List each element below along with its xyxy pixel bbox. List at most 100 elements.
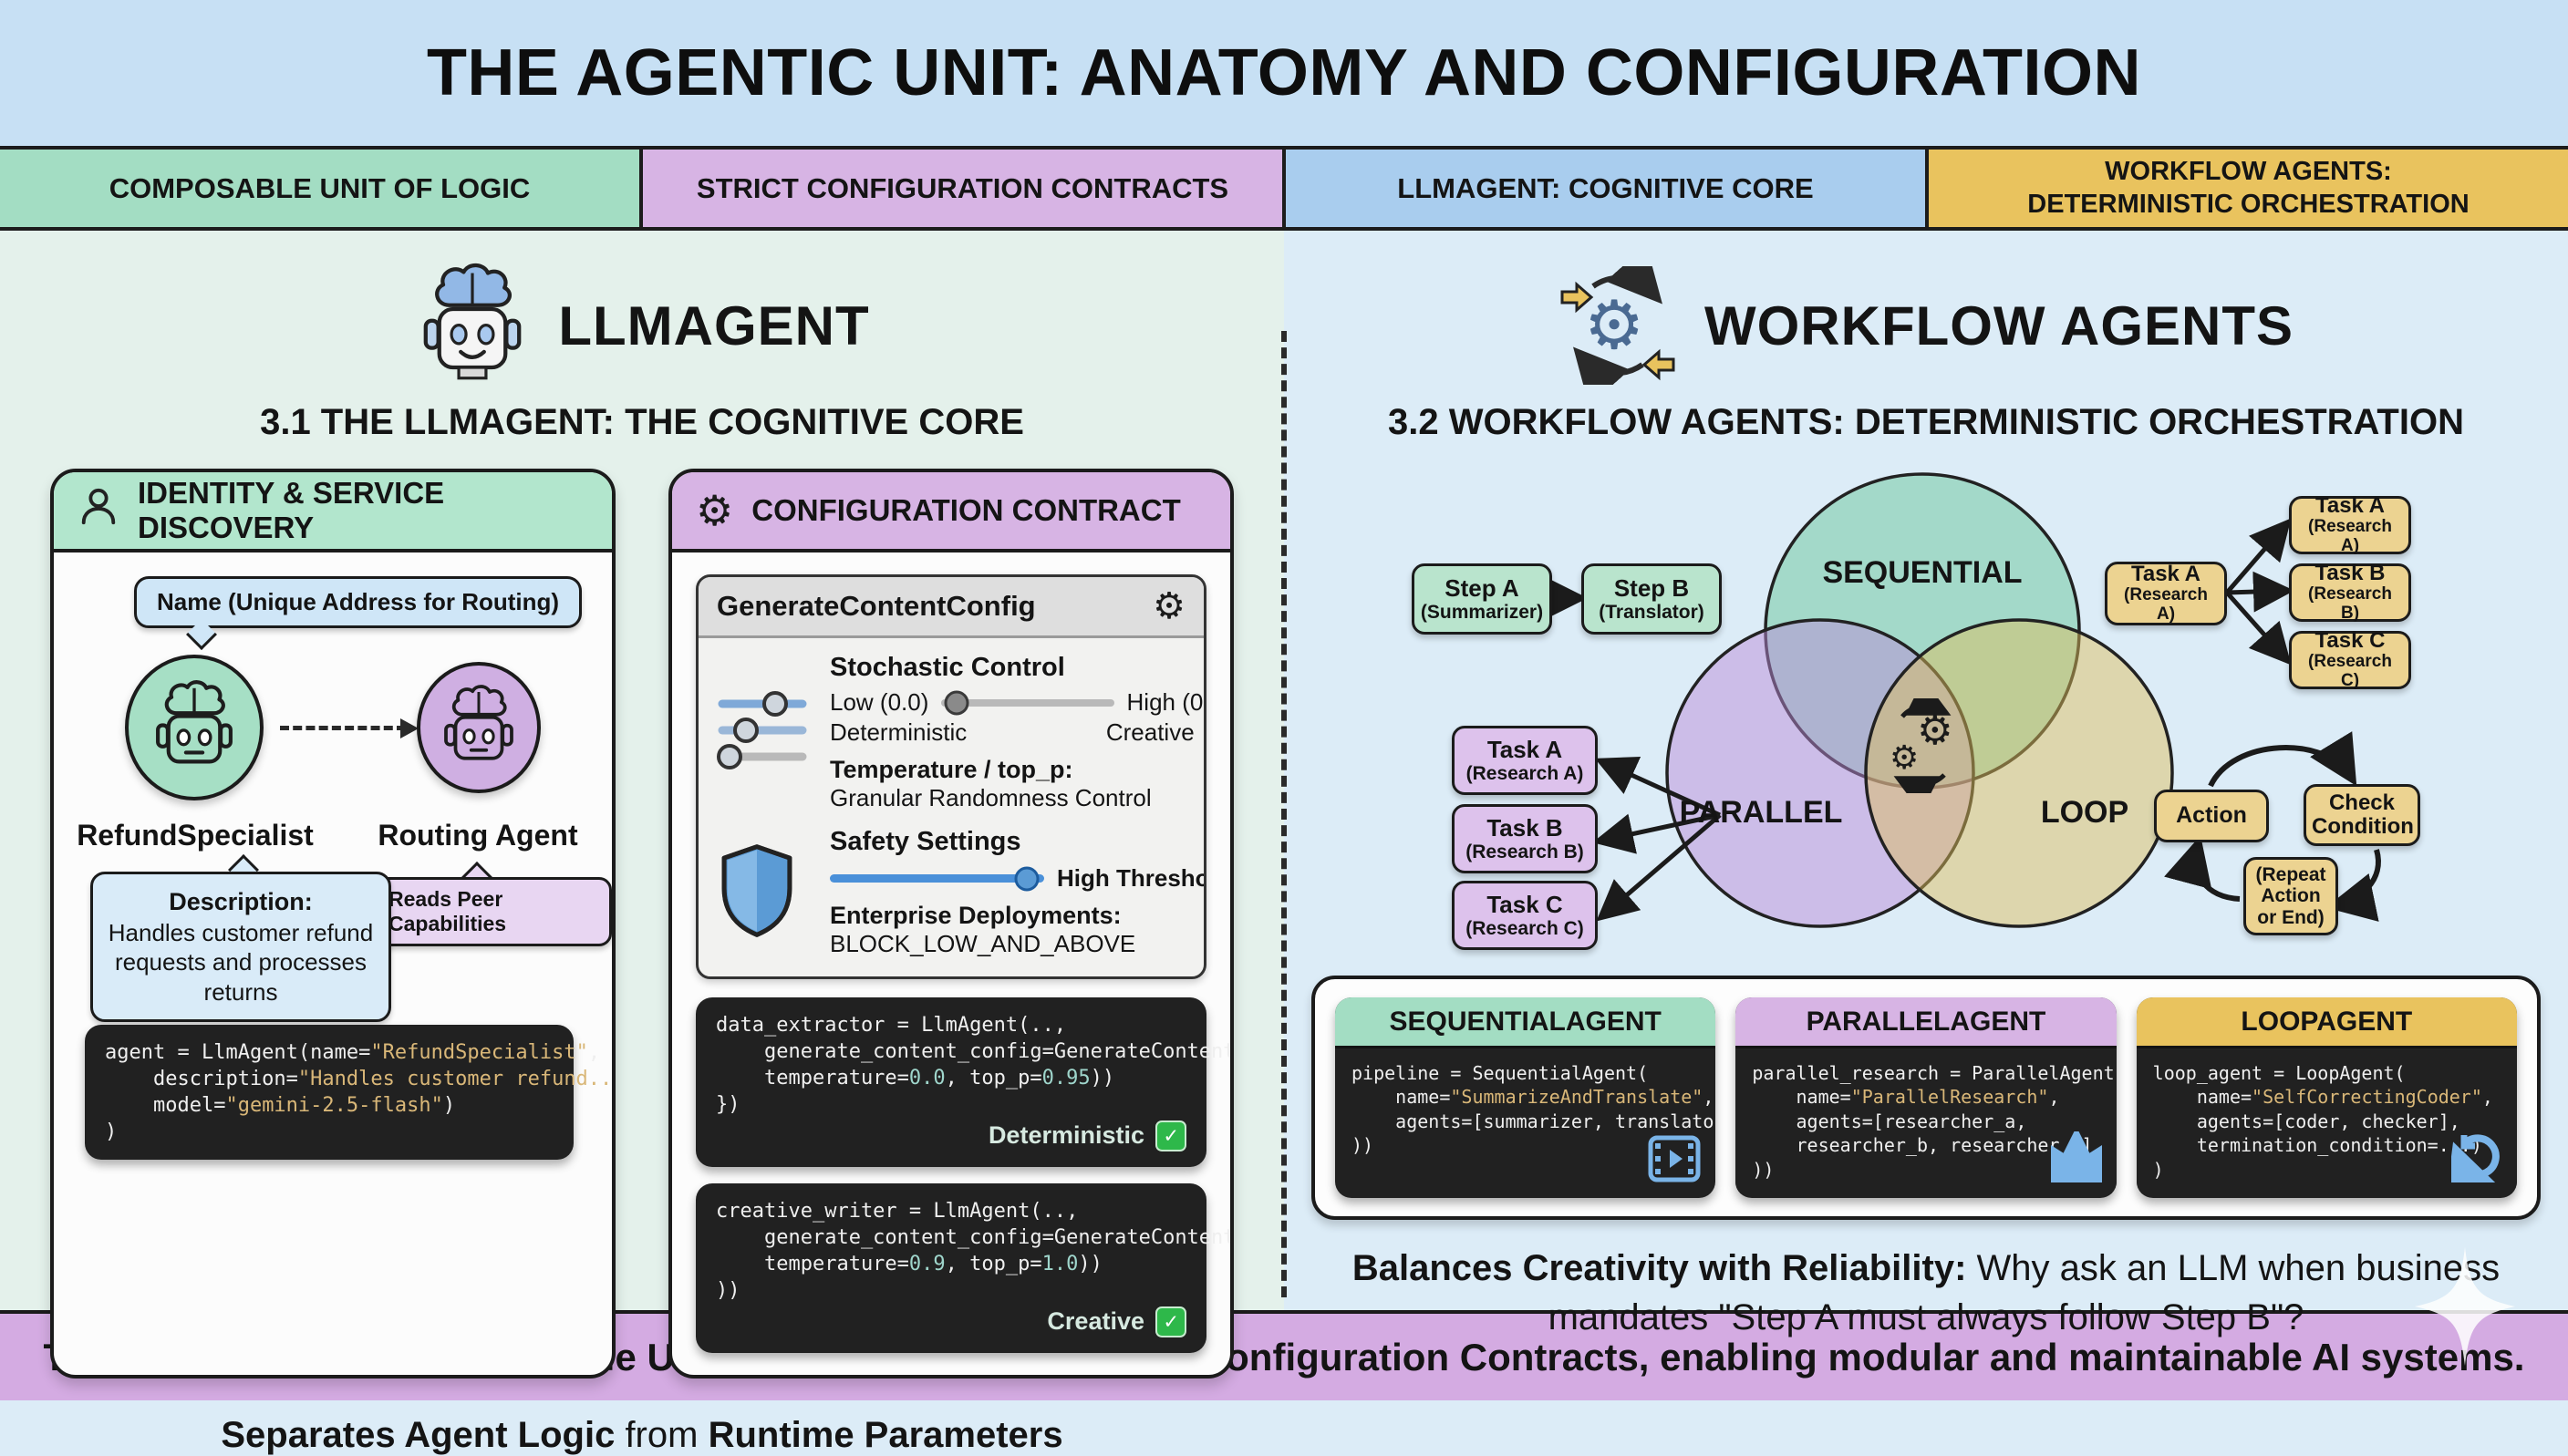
task-title: Task A <box>2314 492 2386 518</box>
gear-icon <box>1153 588 1186 625</box>
deterministic-badge: Deterministic <box>988 1121 1144 1150</box>
venn-loop-label: LOOP <box>2040 795 2129 830</box>
venn-parallel-label: PARALLEL <box>1679 795 1843 830</box>
tab-composable-unit: COMPOSABLE UNIT OF LOGIC <box>0 150 639 227</box>
brain-robot-icon <box>414 260 531 392</box>
infographic-root: { "title": "THE AGENTIC UNIT: ANATOMY AN… <box>0 0 2568 1400</box>
workflow-diagram: Step A (Summarizer) Step B (Translator) … <box>1284 469 2568 961</box>
loop-agent-card: LOOPAGENT loop_agent = LoopAgent( name="… <box>2136 997 2517 1198</box>
venn-sequential-label: SEQUENTIAL <box>1822 555 2023 590</box>
routing-dashed-arrow <box>280 718 419 738</box>
person-icon <box>78 486 119 535</box>
note-rest: Why ask an LLM when business mandates "S… <box>1548 1248 2501 1337</box>
gear-icon <box>1584 292 1644 359</box>
fanout-target-b-box: Task B (Research B) <box>2289 560 2411 624</box>
task-title: Task A <box>2130 561 2201 586</box>
slider-low-label: Low (0.0) <box>830 688 929 716</box>
config-card-body: GenerateContentConfig <box>672 552 1230 1375</box>
refund-specialist-avatar <box>125 655 264 800</box>
loop-arrow-icon <box>2445 1131 2502 1198</box>
tab-workflow-agents: WORKFLOW AGENTS: DETERMINISTIC ORCHESTRA… <box>1925 150 2568 227</box>
note-bold-b: Runtime Parameters <box>708 1414 1063 1455</box>
temperature-slider[interactable]: Low (0.0) High (0.9) <box>830 688 1204 717</box>
identity-card-title: IDENTITY & SERVICE DISCOVERY <box>138 476 445 544</box>
slider-knob[interactable] <box>944 690 969 715</box>
sparkle-icon <box>2415 1247 2515 1370</box>
parallel-task-a-box: Task A (Research A) <box>1452 726 1598 795</box>
creative-badge-row: Creative <box>716 1306 1186 1338</box>
safety-slider-knob[interactable] <box>1014 866 1040 891</box>
refund-specialist-label: RefundSpecialist <box>77 819 314 852</box>
description-title: Description: <box>169 888 313 915</box>
loop-repeat-box: (Repeat Action or End) <box>2243 857 2338 935</box>
slider-track[interactable] <box>941 690 1114 715</box>
left-bottom-note: Separates Agent Logic from Runtime Param… <box>0 1415 1284 1456</box>
deterministic-badge-row: Deterministic <box>716 1120 1186 1152</box>
split-arrows-icon <box>2045 1127 2107 1198</box>
check-condition-label: Check Condition <box>2312 790 2414 839</box>
sequential-agent-card: SEQUENTIALAGENT pipeline = SequentialAge… <box>1335 997 1716 1198</box>
page-title: THE AGENTIC UNIT: ANATOMY AND CONFIGURAT… <box>426 36 2142 109</box>
enterprise-title: Enterprise Deployments: <box>830 902 1122 929</box>
parallel-agent-card: PARALLELAGENT parallel_research = Parall… <box>1735 997 2117 1198</box>
gcc-title: GenerateContentConfig <box>717 590 1036 622</box>
diagram-overlay <box>1538 472 2381 928</box>
task-sub: (Research C) <box>2308 652 2392 691</box>
sliders-icon <box>715 689 823 776</box>
gear-icon <box>1890 742 1919 775</box>
loop-agent-code: loop_agent = LoopAgent( name="SelfCorrec… <box>2136 1048 2517 1194</box>
check-icon <box>1155 1306 1186 1337</box>
loop-agent-header: LOOPAGENT <box>2136 997 2517 1048</box>
loop-action-box: Action <box>2154 790 2269 842</box>
peer-capabilities-pill: Reads Peer Capabilities <box>371 877 612 946</box>
sequential-agent-code: pipeline = SequentialAgent( name="Summar… <box>1335 1048 1716 1171</box>
task-title: Task B <box>2314 560 2386 585</box>
safety-threshold-slider[interactable]: High Threshold <box>830 864 1204 893</box>
name-tooltip: Name (Unique Address for Routing) <box>134 576 583 628</box>
parallel-task-b-box: Task B (Research B) <box>1452 804 1598 873</box>
temperature-title: Temperature / top_p: <box>830 756 1073 783</box>
llmagent-logo-label: LLMAGENT <box>558 294 870 356</box>
workflow-logo-label: WORKFLOW AGENTS <box>1703 294 2294 356</box>
repeat-label: (Repeat Action or End) <box>2255 864 2326 928</box>
header-bar: THE AGENTIC UNIT: ANATOMY AND CONFIGURAT… <box>0 0 2568 146</box>
creative-label: Creative <box>1105 718 1195 746</box>
stochastic-section: Stochastic Control Low (0.0) High (0.9) … <box>830 653 1204 812</box>
task-sub: (Research A) <box>2308 517 2392 556</box>
task-sub: (Research B) <box>1465 841 1584 862</box>
step-a-title: Step A <box>1444 574 1519 603</box>
llmagent-panel: LLMAGENT 3.1 THE LLMAGENT: THE COGNITIVE… <box>0 231 1284 1455</box>
slider-ends-row: Deterministic Creative <box>830 718 1204 747</box>
description-box: Description: Handles customer refund req… <box>90 872 391 1023</box>
note-bold: Balances Creativity with Reliability: <box>1351 1248 1967 1288</box>
shield-icon <box>715 843 823 943</box>
fanout-target-c-box: Task C (Research C) <box>2289 627 2411 691</box>
right-section-heading: 3.2 WORKFLOW AGENTS: DETERMINISTIC ORCHE… <box>1388 402 2464 442</box>
task-title: Task C <box>2314 627 2386 653</box>
check-icon <box>1155 1120 1186 1151</box>
tab-llmagent-core: LLMAGENT: COGNITIVE CORE <box>1282 150 1925 227</box>
gcc-header: GenerateContentConfig <box>699 577 1204 638</box>
temperature-body: Granular Randomness Control <box>830 784 1152 811</box>
task-sub: (Research B) <box>2308 584 2392 624</box>
routing-agent-avatar <box>417 662 541 793</box>
note-bold-a: Separates Agent Logic <box>221 1414 616 1455</box>
gear-icon <box>1917 711 1952 751</box>
creative-badge: Creative <box>1047 1306 1144 1335</box>
safety-slider-track[interactable] <box>830 866 1044 891</box>
main-content: LLMAGENT 3.1 THE LLMAGENT: THE COGNITIVE… <box>0 231 2568 1455</box>
stochastic-title: Stochastic Control <box>830 653 1065 682</box>
step-a-box: Step A (Summarizer) <box>1412 563 1552 635</box>
threshold-label: High Threshold <box>1057 864 1204 892</box>
routing-agent-label: Routing Agent <box>378 819 578 852</box>
task-sub: (Research A) <box>2124 585 2208 625</box>
step-b-box: Step B (Translator) <box>1581 563 1722 635</box>
right-bottom-note: Balances Creativity with Reliability: Wh… <box>1284 1244 2568 1342</box>
task-title: Task C <box>1486 891 1563 919</box>
parallel-task-c-box: Task C (Research C) <box>1452 881 1598 950</box>
refund-code-block: agent = LlmAgent(name="RefundSpecialist"… <box>85 1025 612 1161</box>
gear-icon <box>696 490 733 532</box>
workflow-logo-row: WORKFLOW AGENTS <box>1284 231 2568 386</box>
film-play-icon <box>1648 1135 1701 1187</box>
deterministic-label: Deterministic <box>830 718 968 746</box>
